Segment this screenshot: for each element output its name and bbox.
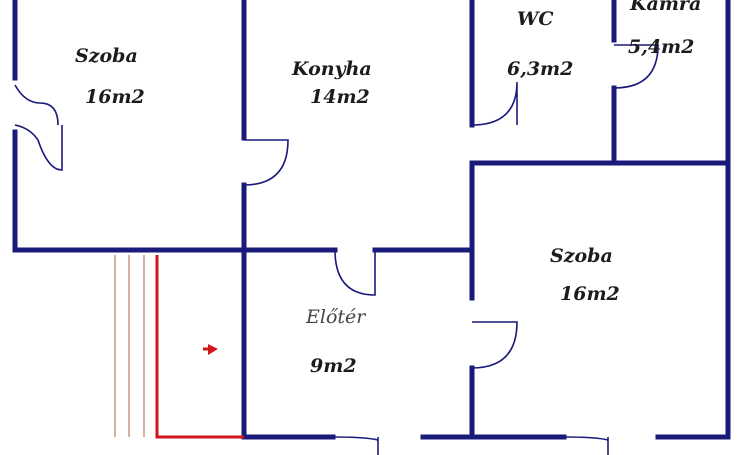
door-bottom-left [332,436,379,455]
room-name-konyha: Konyha [291,58,372,80]
door-kamra [613,44,659,89]
entry-path [155,255,244,439]
walls [12,0,731,440]
room-name-eloter: Előtér [305,306,367,328]
door-wc [471,81,518,126]
room-name-szoba-right: Szoba [550,245,613,267]
room-name-szoba-left: Szoba [75,45,138,67]
room-area-szoba-right: 16m2 [560,283,620,305]
room-area-wc: 6,3m2 [507,58,573,80]
room-area-konyha: 14m2 [310,86,370,108]
door-left-room-1 [14,84,59,126]
stairs [114,255,158,437]
room-name-kamra: Kamra [629,0,701,15]
room-name-wc: WC [517,8,553,30]
door-konyha [243,139,289,186]
door-left-room-2 [14,124,63,171]
door-bottom-right [563,436,609,455]
room-area-eloter: 9m2 [310,355,357,377]
room-labels: Szoba 16m2 Konyha 14m2 WC 6,3m2 Kamra 5,… [75,0,701,377]
room-area-szoba-left: 16m2 [85,86,145,108]
door-eloter-top [334,249,376,296]
doors [14,44,659,455]
room-area-kamra: 5,4m2 [628,36,694,58]
door-szoba-right [471,321,518,369]
entry-arrow-icon [208,344,218,355]
